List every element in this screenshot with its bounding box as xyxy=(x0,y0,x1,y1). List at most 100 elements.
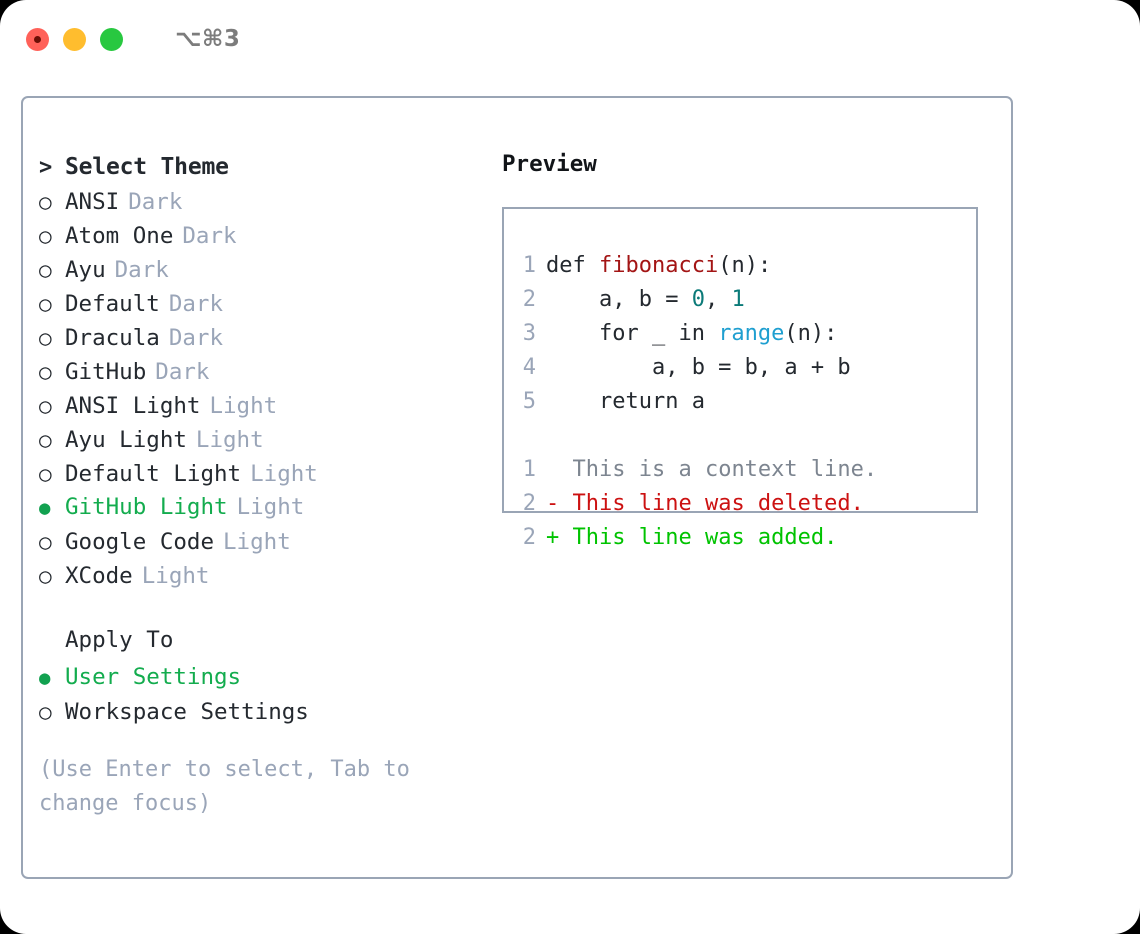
theme-variant-tag: Light xyxy=(195,427,264,453)
theme-option-label: Atom One xyxy=(65,223,174,249)
theme-variant-tag: Light xyxy=(236,494,305,520)
code-token-call: range xyxy=(718,321,785,346)
theme-option-label: Default xyxy=(65,291,160,317)
radio-unselected-icon: ○ xyxy=(39,190,52,214)
theme-variant-tag: Dark xyxy=(128,189,183,215)
preview-heading: Preview xyxy=(502,151,597,177)
theme-option-label: ANSI Light xyxy=(65,393,201,419)
theme-option-label: ANSI xyxy=(65,189,120,215)
apply-to-option-list: ● User Settings ○ Workspace Settings xyxy=(39,661,489,729)
theme-variant-tag: Light xyxy=(250,461,318,487)
radio-selected-icon: ● xyxy=(39,667,51,689)
diff-line-text: This is a context line. xyxy=(572,457,878,482)
apply-to-option-user-settings[interactable]: ● User Settings xyxy=(39,661,489,695)
code-token-num: 0 xyxy=(691,287,705,312)
prompt-caret-icon: > xyxy=(39,155,53,180)
window-controls xyxy=(26,27,123,51)
apply-to-option-label: User Settings xyxy=(65,664,242,690)
code-token-plain: a, b = b, a + b xyxy=(546,355,851,380)
theme-option-xcode[interactable]: ○ XCode Light xyxy=(39,559,489,593)
code-line-text: return a xyxy=(546,389,705,414)
close-button[interactable] xyxy=(26,27,49,51)
code-line-text: a, b = 0, 1 xyxy=(546,287,745,312)
diff-line-sign: - xyxy=(546,491,573,516)
apply-to-option-workspace-settings[interactable]: ○ Workspace Settings xyxy=(39,695,489,729)
code-token-plain: (n): xyxy=(784,321,838,346)
diff-line-text: This line was added. xyxy=(572,525,838,550)
code-token-plain: (n): xyxy=(718,253,772,278)
theme-option-ansi[interactable]: ○ ANSI Dark xyxy=(39,185,489,219)
theme-variant-tag: Light xyxy=(223,529,291,555)
diff-line-number: 2 xyxy=(522,525,536,550)
theme-option-label: Dracula xyxy=(65,325,160,351)
code-line-text: def fibonacci(n): xyxy=(546,253,771,278)
theme-variant-tag: Dark xyxy=(114,257,169,283)
theme-option-label: GitHub xyxy=(65,359,147,385)
code-token-fn: fibonacci xyxy=(598,253,719,278)
diff-line: 1 This is a context line. xyxy=(504,457,976,491)
theme-option-atom-one[interactable]: ○ Atom One Dark xyxy=(39,219,489,253)
title-bar: ⌥⌘3 xyxy=(0,0,1140,78)
diff-line-text: This line was deleted. xyxy=(572,491,864,516)
radio-unselected-icon: ○ xyxy=(39,360,52,384)
diff-line-sign xyxy=(546,457,573,482)
minimize-button[interactable] xyxy=(63,27,86,51)
radio-unselected-icon: ○ xyxy=(39,258,52,282)
code-line-number: 2 xyxy=(522,287,536,312)
theme-option-label: GitHub Light xyxy=(65,494,228,520)
radio-unselected-icon: ○ xyxy=(39,564,52,588)
code-line: 5 return a xyxy=(504,389,976,423)
code-line-text: a, b = b, a + b xyxy=(546,355,851,380)
code-diff-separator xyxy=(504,423,976,457)
radio-unselected-icon: ○ xyxy=(39,530,52,554)
radio-unselected-icon: ○ xyxy=(39,700,52,724)
code-line-text: for _ in range(n): xyxy=(546,321,837,346)
radio-unselected-icon: ○ xyxy=(39,326,52,350)
theme-variant-tag: Dark xyxy=(168,291,224,317)
diff-line: 2+ This line was added. xyxy=(504,525,976,559)
theme-option-label: Google Code xyxy=(65,529,215,555)
theme-variant-tag: Dark xyxy=(182,223,237,249)
theme-option-label: XCode xyxy=(65,563,133,589)
theme-option-github-light[interactable]: ● GitHub Light Light xyxy=(39,491,489,525)
diff-line: 2- This line was deleted. xyxy=(504,491,976,525)
diff-line-number: 1 xyxy=(522,457,536,482)
code-token-num: 1 xyxy=(731,287,745,312)
select-theme-heading-label: Select Theme xyxy=(65,154,229,180)
keyboard-hint-text: (Use Enter to select, Tab to change focu… xyxy=(39,757,424,816)
theme-option-default[interactable]: ○ Default Dark xyxy=(39,287,489,321)
select-theme-heading: > Select Theme xyxy=(39,151,489,185)
radio-unselected-icon: ○ xyxy=(39,224,52,248)
keyboard-shortcut-label: ⌥⌘3 xyxy=(175,26,241,52)
maximize-button[interactable] xyxy=(100,27,123,51)
apply-to-option-label: Workspace Settings xyxy=(65,699,309,725)
code-line: 2 a, b = 0, 1 xyxy=(504,287,976,321)
code-token-plain: , xyxy=(704,287,732,312)
radio-selected-icon: ● xyxy=(39,497,51,519)
code-token-plain: def xyxy=(546,253,599,278)
diff-line-number: 2 xyxy=(522,491,536,516)
theme-option-label: Default Light xyxy=(65,461,242,487)
radio-unselected-icon: ○ xyxy=(39,394,52,418)
theme-variant-tag: Light xyxy=(141,563,210,589)
code-line-number: 4 xyxy=(522,355,536,380)
theme-option-label: Ayu xyxy=(65,257,106,283)
theme-option-google-code[interactable]: ○ Google Code Light xyxy=(39,525,489,559)
code-line: 1 def fibonacci(n): xyxy=(504,253,976,287)
code-line: 3 for _ in range(n): xyxy=(504,321,976,355)
radio-unselected-icon: ○ xyxy=(39,292,52,316)
theme-option-ayu[interactable]: ○ Ayu Dark xyxy=(39,253,489,287)
code-line-number: 1 xyxy=(522,253,536,278)
